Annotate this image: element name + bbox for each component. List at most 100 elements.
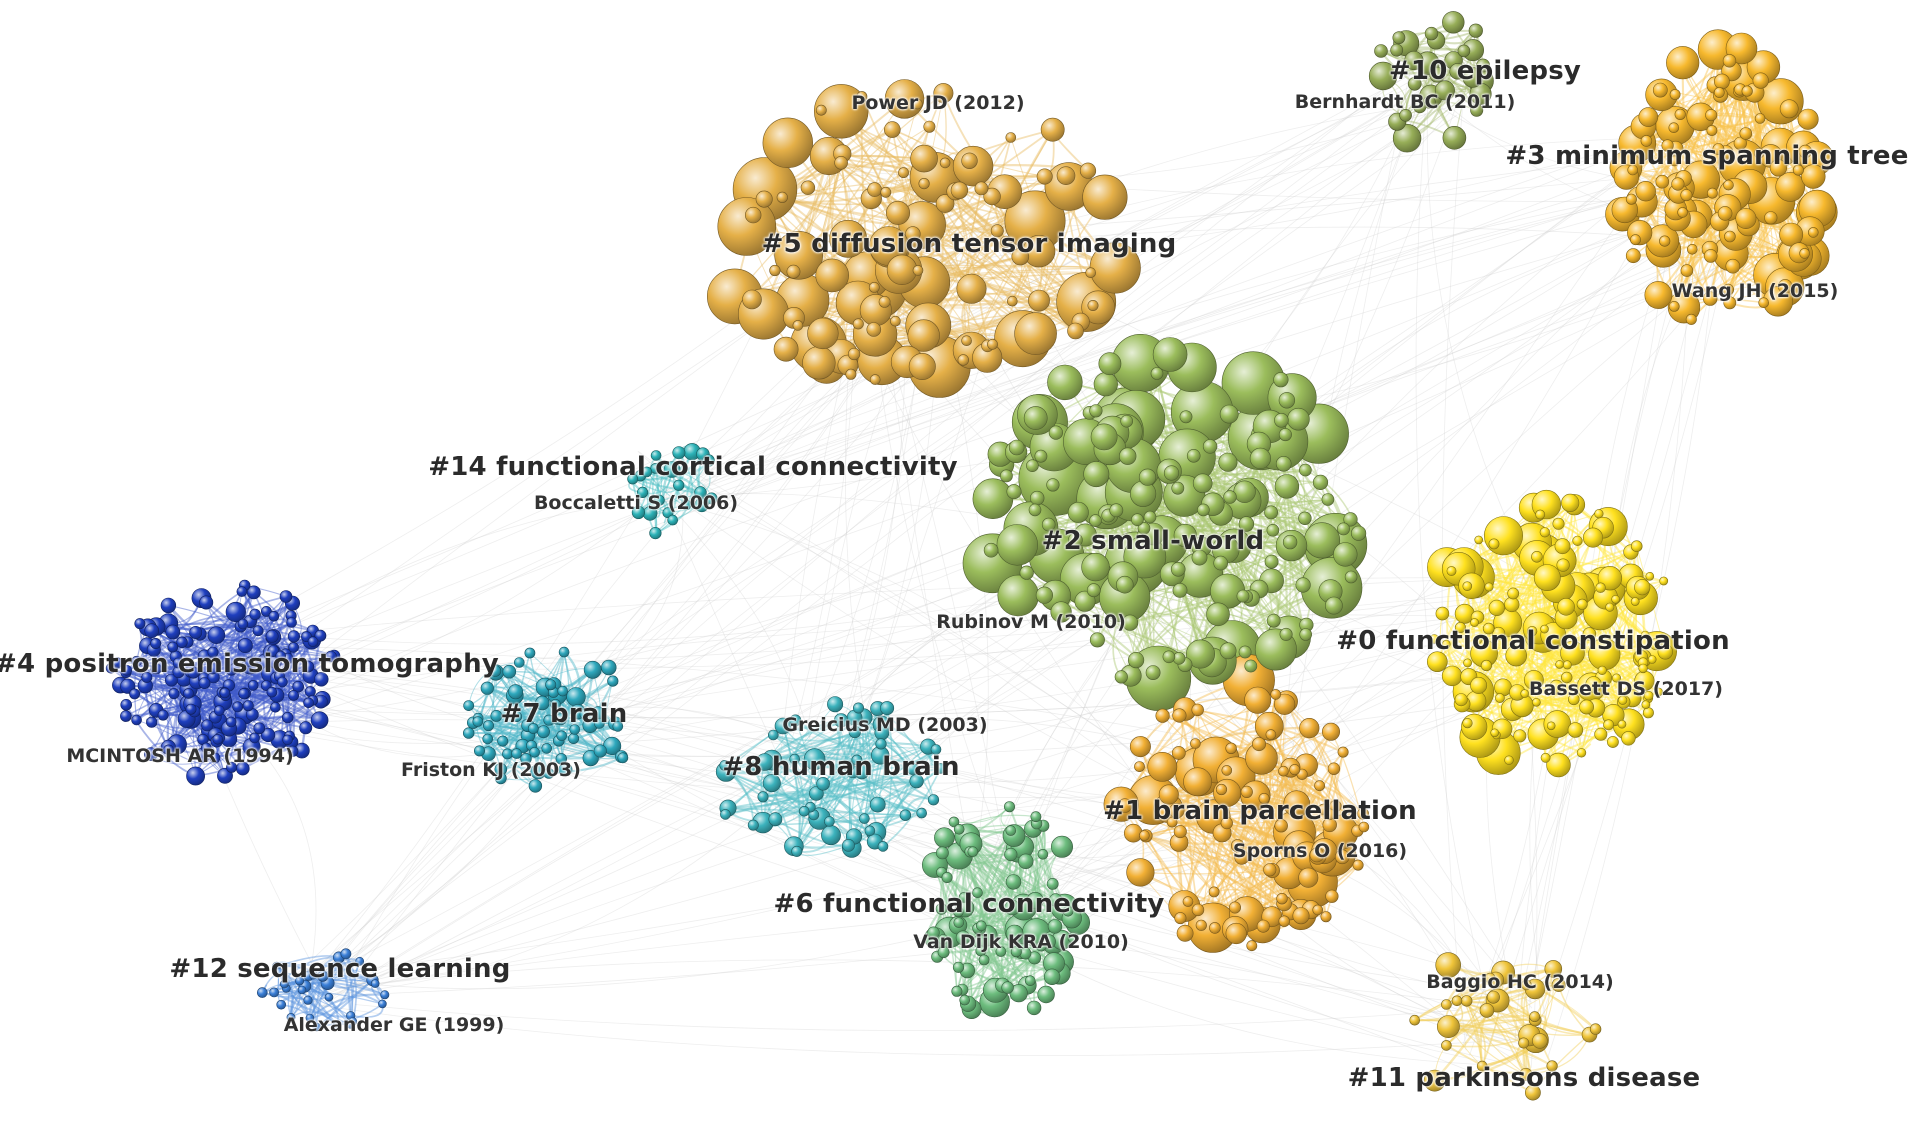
reference-node — [1145, 665, 1161, 680]
reference-node — [866, 322, 882, 337]
reference-label-3: Wang JH (2015) — [1671, 280, 1839, 302]
reference-node — [1579, 699, 1594, 715]
cluster-link — [560, 651, 570, 759]
inter-cluster-link — [508, 736, 1550, 995]
reference-node — [1171, 746, 1186, 760]
reference-node — [528, 779, 543, 793]
reference-node — [869, 796, 886, 813]
reference-node — [1424, 26, 1439, 41]
reference-node — [1520, 689, 1529, 698]
inter-cluster-link — [291, 1000, 1523, 1056]
reference-node — [1645, 571, 1655, 581]
reference-node — [842, 839, 855, 852]
reference-node — [324, 992, 334, 1002]
reference-node — [878, 295, 891, 308]
reference-node — [898, 167, 909, 179]
inter-cluster-link — [217, 222, 1672, 727]
reference-node — [1739, 127, 1753, 140]
inter-cluster-link — [693, 169, 1757, 511]
inter-cluster-link — [356, 959, 1476, 1005]
reference-node — [1124, 823, 1143, 843]
reference-node — [1026, 459, 1039, 473]
reference-node — [601, 659, 617, 676]
reference-node — [867, 182, 882, 197]
reference-node — [885, 200, 910, 225]
reference-node — [1638, 663, 1648, 674]
inter-cluster-link — [353, 276, 946, 978]
inter-cluster-link — [341, 687, 1551, 989]
cluster-link — [1308, 727, 1365, 828]
cluster-link — [955, 830, 1012, 992]
inter-cluster-link — [205, 667, 785, 763]
reference-node — [1533, 564, 1561, 592]
reference-node — [1034, 449, 1048, 463]
reference-node — [1236, 589, 1250, 603]
inter-cluster-link — [238, 654, 1483, 1062]
reference-node — [297, 985, 307, 995]
inter-cluster-link — [542, 611, 1519, 750]
reference-node — [1029, 490, 1045, 506]
reference-node — [880, 186, 892, 198]
reference-node — [1197, 503, 1210, 517]
reference-node — [912, 265, 924, 276]
reference-node — [1162, 650, 1176, 664]
reference-node — [1086, 583, 1101, 598]
reference-node — [1625, 248, 1641, 264]
reference-node — [959, 994, 971, 1006]
reference-node — [956, 273, 987, 304]
reference-node — [558, 646, 570, 658]
reference-node — [1067, 322, 1084, 340]
reference-node — [1552, 517, 1565, 530]
cluster-label-14: #14 functional cortical connectivity — [428, 452, 958, 482]
reference-node — [1170, 561, 1186, 577]
reference-node — [1668, 300, 1680, 312]
reference-node — [1225, 742, 1237, 754]
reference-node — [1030, 811, 1042, 823]
reference-node — [1441, 1040, 1452, 1051]
inter-cluster-link — [578, 749, 1232, 784]
reference-node — [1276, 892, 1288, 905]
reference-node — [1441, 999, 1452, 1010]
reference-node — [482, 733, 494, 745]
reference-node — [800, 180, 816, 195]
reference-node — [1035, 586, 1053, 604]
reference-node — [1717, 206, 1733, 221]
reference-node — [769, 264, 781, 277]
cluster-link — [773, 731, 856, 742]
cluster-link — [1176, 808, 1341, 834]
inter-cluster-link — [245, 614, 1562, 703]
reference-node — [1703, 249, 1718, 263]
reference-node — [952, 961, 965, 973]
inter-cluster-link — [326, 459, 1252, 1001]
reference-node — [1607, 736, 1619, 748]
reference-node — [1190, 738, 1201, 749]
reference-node — [1617, 719, 1627, 729]
reference-node — [1289, 764, 1301, 776]
reference-node — [1532, 1033, 1548, 1049]
cluster-link — [1497, 632, 1558, 688]
inter-cluster-link — [1469, 237, 1710, 1056]
cluster-link — [178, 602, 293, 664]
reference-node — [1083, 461, 1110, 488]
cluster-link — [173, 693, 226, 777]
reference-node — [1005, 874, 1022, 890]
reference-node — [1518, 1037, 1530, 1049]
reference-node — [1490, 728, 1499, 738]
reference-node — [1597, 665, 1607, 676]
reference-node — [282, 734, 293, 746]
cluster-link — [1473, 621, 1552, 727]
reference-node — [541, 743, 553, 754]
reference-node — [845, 368, 857, 380]
reference-label-4: MCINTOSH AR (1994) — [66, 745, 294, 767]
reference-node — [473, 745, 485, 757]
reference-node — [1680, 264, 1694, 277]
reference-node — [1594, 727, 1608, 741]
reference-node — [1652, 82, 1668, 98]
reference-node — [1287, 407, 1310, 431]
reference-node — [1218, 452, 1238, 472]
reference-node — [834, 156, 848, 170]
reference-node — [150, 637, 162, 649]
cluster-link — [796, 746, 929, 852]
reference-node — [1576, 748, 1587, 758]
reference-node — [792, 320, 804, 331]
